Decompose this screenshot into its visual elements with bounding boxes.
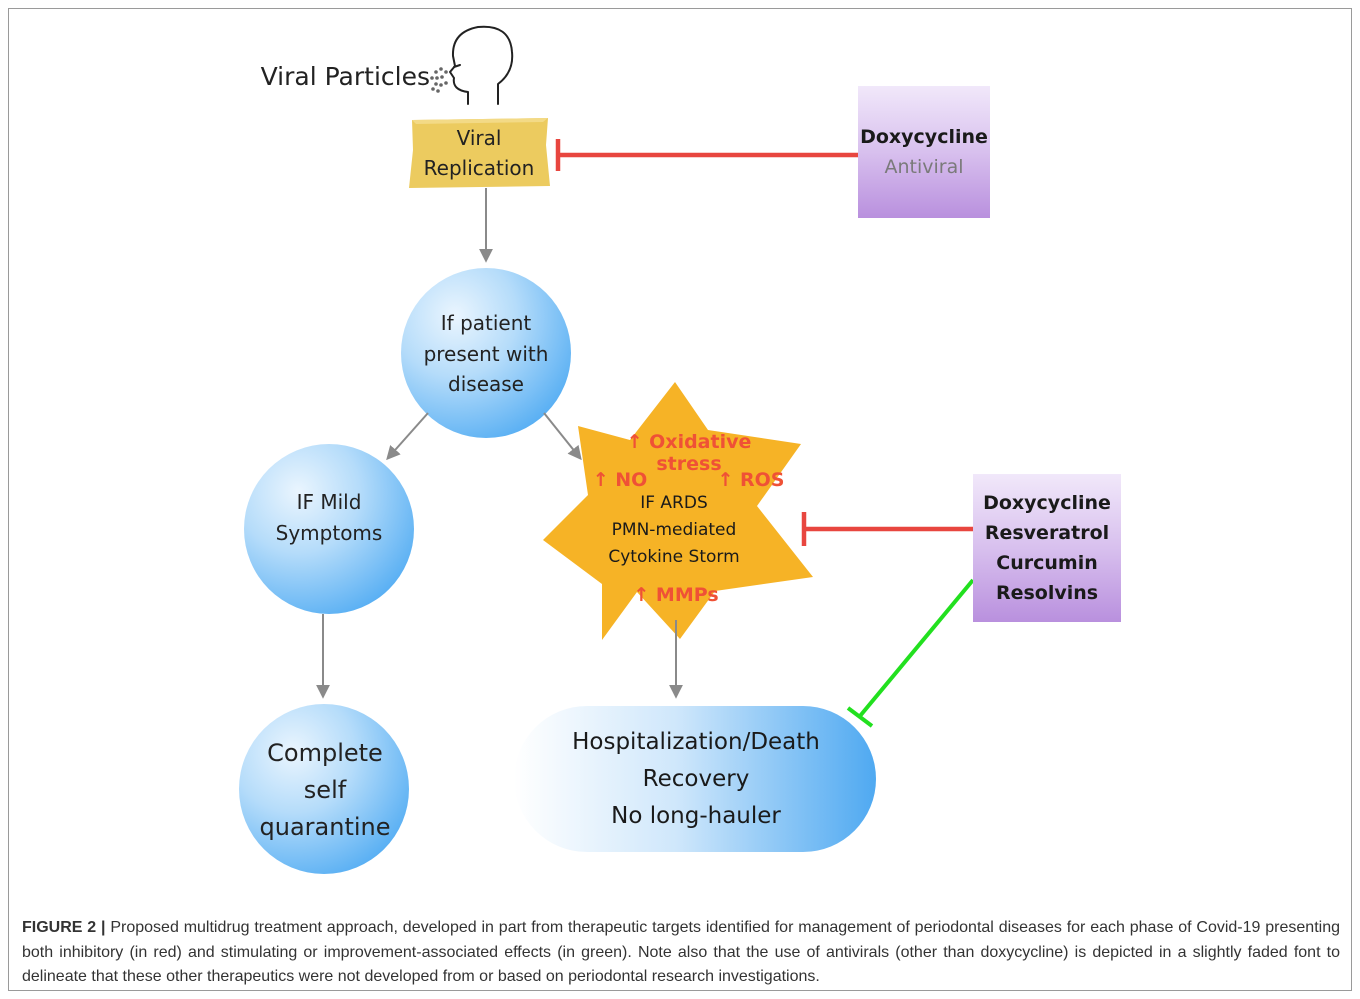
ards-line3: Cytokine Storm <box>608 546 740 567</box>
arrow-patient-to-mild <box>386 412 429 461</box>
quarantine-line3: quarantine <box>259 812 391 841</box>
outcome-line3: No long-hauler <box>611 802 781 829</box>
doxycycline-text: Doxycycline <box>860 126 988 148</box>
viral-particles-label: Viral Particles <box>244 58 430 94</box>
oxidative-stress-label: ↑ Oxidative stress <box>592 431 786 475</box>
mmps-text: ↑ MMPs <box>633 584 719 606</box>
no-label: ↑ NO <box>590 467 650 493</box>
viral-replication-label: Viral Replication <box>409 120 549 186</box>
patient-line1: If patient <box>440 311 532 336</box>
stimulate-line-outcome <box>846 578 975 728</box>
outcome-line1: Hospitalization/Death <box>572 728 820 755</box>
oxidative-stress-text: ↑ Oxidative stress <box>626 431 752 475</box>
ards-line2: PMN-mediated <box>611 519 737 540</box>
outcome-pill <box>514 706 876 852</box>
inhibit-line-antiviral <box>555 139 858 171</box>
mild-symptoms-circle <box>244 444 414 614</box>
drug-box-label: Doxycycline Resveratrol Curcumin Resolvi… <box>973 488 1121 608</box>
drug-doxycycline: Doxycycline <box>983 492 1111 514</box>
patient-disease-circle <box>401 268 571 438</box>
caption-text: Proposed multidrug treatment approach, d… <box>22 919 1340 985</box>
drug-curcumin: Curcumin <box>996 552 1098 574</box>
head-icon <box>449 25 514 105</box>
viral-particles-text: Viral Particles <box>260 61 430 91</box>
mmps-label: ↑ MMPs <box>624 582 728 608</box>
drug-resveratrol: Resveratrol <box>984 522 1110 544</box>
ros-label: ↑ ROS <box>714 467 788 493</box>
replication-note <box>409 118 550 188</box>
quarantine-circle <box>239 704 409 874</box>
outcome-line2: Recovery <box>642 765 750 792</box>
patient-disease-label: If patient present with disease <box>401 306 571 402</box>
no-text: ↑ NO <box>592 469 648 491</box>
quarantine-label: Complete self quarantine <box>239 734 411 846</box>
mild-symptoms-label: IF Mild Symptoms <box>244 486 414 550</box>
antiviral-text: Antiviral <box>884 156 964 178</box>
mild-line2: Symptoms <box>275 521 383 545</box>
doxycycline-antiviral-box <box>858 86 990 218</box>
mild-line1: IF Mild <box>296 490 362 514</box>
drug-resolvins: Resolvins <box>995 582 1099 604</box>
ards-starburst <box>543 382 813 640</box>
patient-line2: present with <box>423 341 549 366</box>
note-highlight <box>412 118 548 124</box>
inhibit-line-ards <box>801 512 973 546</box>
arrow-patient-to-ards <box>543 412 582 461</box>
ros-text: ↑ ROS <box>717 469 785 491</box>
viral-replication-line1: Viral <box>456 126 502 150</box>
viral-replication-line2: Replication <box>423 156 535 180</box>
ards-main-label: IF ARDS PMN-mediated Cytokine Storm <box>588 489 760 571</box>
quarantine-line2: self <box>303 775 347 804</box>
figure-caption: FIGURE 2 | Proposed multidrug treatment … <box>22 916 1340 990</box>
figure-frame <box>8 8 1352 991</box>
doxycycline-antiviral-label: Doxycycline Antiviral <box>858 118 990 186</box>
particles-icon <box>430 67 448 93</box>
quarantine-line1: Complete <box>267 738 383 767</box>
patient-line3: disease <box>448 372 524 397</box>
caption-label: FIGURE 2 | <box>22 919 106 936</box>
ards-line1: IF ARDS <box>640 492 708 513</box>
outcome-label: Hospitalization/Death Recovery No long-h… <box>520 722 872 836</box>
drug-combination-box <box>973 474 1121 622</box>
